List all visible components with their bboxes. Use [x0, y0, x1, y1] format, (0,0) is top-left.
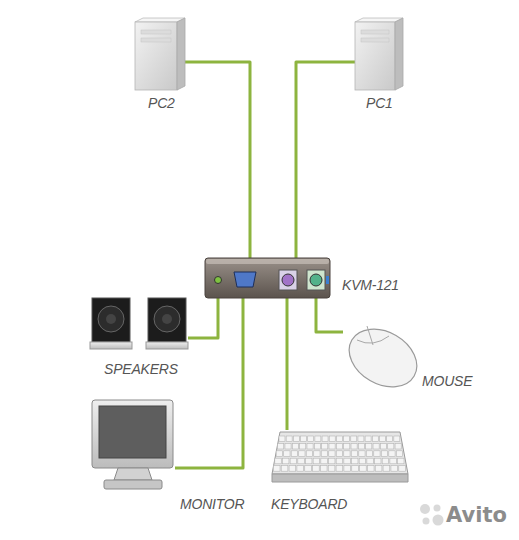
- monitor-icon: MONITOR: [90, 400, 175, 492]
- device-label: MOUSE: [422, 373, 472, 389]
- cable: [316, 298, 343, 332]
- mouse-icon: MOUSE: [343, 318, 423, 393]
- keyboard-icon-art: [270, 430, 410, 490]
- pc-tower-art: [355, 18, 403, 90]
- device-label: PC1: [366, 95, 393, 111]
- keyboard-icon: KEYBOARD: [270, 430, 410, 490]
- watermark: Avito: [446, 503, 507, 527]
- cable: [286, 298, 289, 430]
- device-label: KEYBOARD: [271, 496, 347, 512]
- kvm-switch-art: [205, 258, 330, 298]
- pc-tower: PC2: [135, 18, 185, 90]
- pc-tower: PC1: [355, 18, 403, 90]
- pc-tower-art: [135, 18, 185, 90]
- cable: [188, 298, 218, 338]
- watermark-logo: [420, 504, 444, 526]
- cable: [296, 62, 355, 258]
- device-label: PC2: [148, 95, 175, 111]
- kvm-switch: KVM-121: [205, 258, 330, 298]
- mouse-icon-art: [343, 318, 423, 393]
- device-label: KVM-121: [342, 277, 399, 293]
- monitor-icon-art: [90, 400, 175, 492]
- device-label: MONITOR: [180, 496, 244, 512]
- speakers-icon: SPEAKERS: [90, 298, 188, 350]
- device-label: SPEAKERS: [104, 361, 178, 377]
- speakers-icon-art: [90, 298, 188, 350]
- cable: [185, 62, 250, 258]
